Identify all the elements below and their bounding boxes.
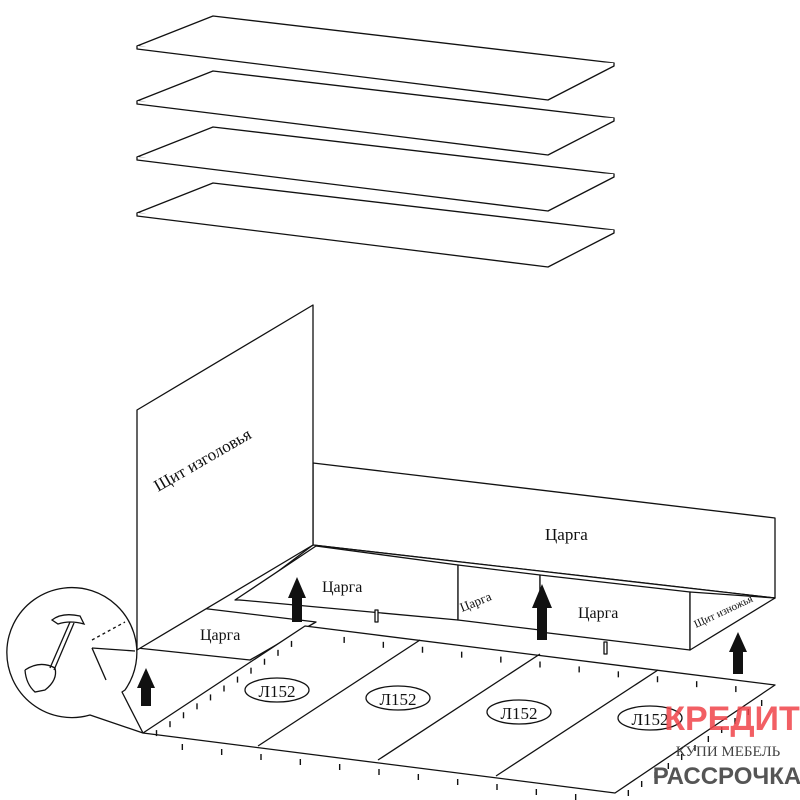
sheet [136,70,615,156]
tsarga-middle-right-label: Царга [578,605,618,622]
sheet [136,15,615,101]
base-frame: Л152 Л152 Л152 Л152 [142,625,776,800]
watermark-line1: КРЕДИТ [664,700,800,738]
watermark-line2: КУПИ МЕБЕЛЬ [676,744,781,760]
tsarga-middle: Царга Царга Царга Щит изножья [234,544,776,655]
arrow-up-icon [729,632,747,674]
slat-mark: Л152 [379,690,416,709]
hammer-icon [24,614,136,693]
arrow-up-icon [137,668,155,706]
tsarga-front-left-label: Царга [200,627,240,644]
sheet [136,182,615,268]
bottom-sheets [136,15,615,268]
sheet [136,126,615,212]
slat-marks: Л152 Л152 Л152 Л152 [244,677,683,731]
assembly-arrows [137,577,747,706]
tsarga-middle-left-label: Царга [322,579,362,596]
watermark: КРЕДИТ КУПИ МЕБЕЛЬ РАССРОЧКА [653,700,800,790]
arrow-up-icon [288,577,306,622]
nail-marks [155,636,763,800]
slat-mark: Л152 [631,710,668,729]
tsarga-back-label: Царга [545,525,588,544]
headboard: Щит изголовья [136,304,314,651]
slat-mark: Л152 [258,682,295,701]
hammer-callout [6,586,144,734]
arrow-up-icon [532,584,552,640]
slat-mark: Л152 [500,704,537,723]
watermark-line3: РАССРОЧКА [653,763,800,790]
